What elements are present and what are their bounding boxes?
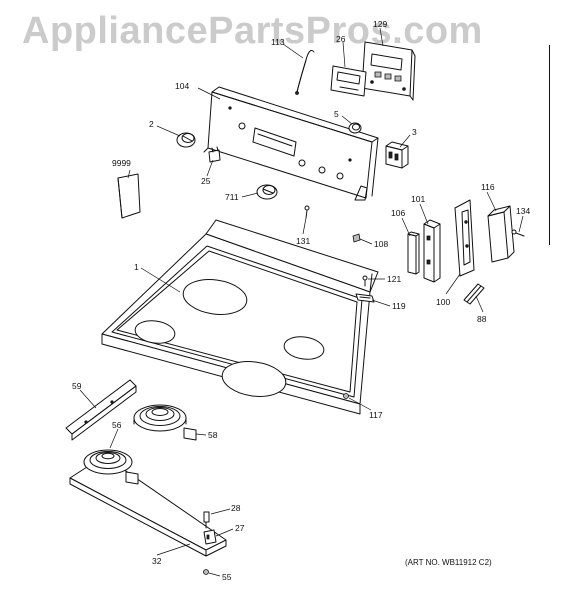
- part-26-overlay: [331, 66, 366, 96]
- callout-104: 104: [175, 81, 189, 91]
- part-131-screw: [305, 206, 309, 218]
- part-28-screw: [204, 512, 209, 528]
- part-58-surface-element: [134, 405, 196, 440]
- part-711-knob: [257, 185, 277, 199]
- part-129-control-board: [362, 42, 415, 100]
- callout-129: 129: [373, 19, 387, 29]
- part-27-receptacle: [204, 530, 216, 544]
- part-106-bracket: [408, 232, 419, 274]
- part-113-wire-harness: [296, 50, 315, 94]
- part-104-backsplash: [204, 87, 378, 200]
- part-101-bracket: [424, 220, 440, 282]
- part-5-knob: [349, 123, 361, 133]
- callout-117: 117: [369, 410, 383, 420]
- callout-113: 113: [271, 37, 285, 47]
- callout-101: 101: [411, 194, 425, 204]
- part-100-side-trim: [455, 200, 474, 276]
- callout-59: 59: [72, 381, 82, 391]
- callout-134: 134: [516, 206, 530, 216]
- part-88-element-plug: [464, 284, 484, 304]
- part-55-screw: [204, 570, 209, 575]
- part-1-cooktop: [102, 220, 378, 414]
- callout-106: 106: [391, 208, 405, 218]
- part-116-end-cap: [488, 206, 514, 262]
- callout-9999: 9999: [112, 158, 131, 168]
- callout-56: 56: [112, 420, 122, 430]
- callout-2: 2: [149, 119, 154, 129]
- callout-3: 3: [412, 127, 417, 137]
- callout-26: 26: [336, 34, 346, 44]
- callout-55: 55: [222, 572, 232, 582]
- callout-116: 116: [481, 182, 495, 192]
- part-108-clip: [353, 234, 360, 242]
- art-number: (ART NO. WB11912 C2): [405, 558, 492, 567]
- part-56-surface-element: [84, 450, 138, 484]
- callout-labels: 129 113 26 104 2 5 3 9999 25 711 131 108…: [72, 19, 530, 582]
- callout-32: 32: [152, 556, 162, 566]
- part-59-rail: [66, 380, 136, 440]
- part-2-knob: [177, 133, 195, 147]
- leader-lines: [80, 28, 523, 576]
- page-edge-rule: [549, 45, 550, 245]
- callout-121: 121: [387, 274, 401, 284]
- callout-131: 131: [296, 236, 310, 246]
- part-134-screw: [512, 230, 524, 236]
- callout-5: 5: [334, 109, 339, 119]
- callout-58: 58: [208, 430, 218, 440]
- callout-1: 1: [134, 262, 139, 272]
- part-9999-literature: [118, 174, 140, 218]
- callout-27: 27: [235, 523, 245, 533]
- part-121-screw: [363, 276, 367, 286]
- callout-88: 88: [477, 314, 487, 324]
- callout-711: 711: [225, 192, 239, 202]
- part-3-terminal-block: [386, 142, 408, 168]
- callout-119: 119: [392, 301, 406, 311]
- callout-28: 28: [231, 503, 241, 513]
- callout-108: 108: [374, 239, 388, 249]
- part-25-switch: [209, 147, 220, 162]
- callout-100: 100: [436, 297, 450, 307]
- part-119-bracket: [356, 294, 374, 302]
- part-117-screw: [344, 394, 349, 399]
- callout-25: 25: [201, 176, 211, 186]
